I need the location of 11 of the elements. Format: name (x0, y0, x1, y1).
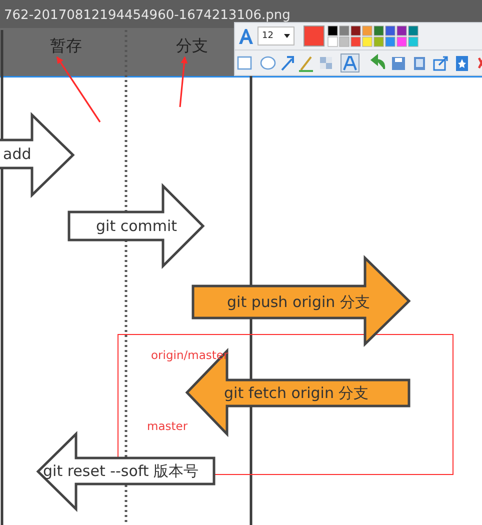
command-box: add (0, 114, 74, 196)
annotation-arrow (56, 56, 101, 122)
file-name: 762-20170812194454960-1674213106.png (4, 8, 290, 24)
command-box: git commit (68, 185, 204, 267)
command-box: git reset --soft 版本号 (37, 433, 215, 510)
font-size-value: 12 (262, 30, 274, 42)
column-heading: 暂存 (49, 36, 83, 56)
command-box: git push origin 分支 (192, 257, 410, 345)
branch-label: master (147, 419, 188, 433)
annotation-arrow (179, 56, 188, 108)
column-heading: 分支 (175, 36, 209, 56)
